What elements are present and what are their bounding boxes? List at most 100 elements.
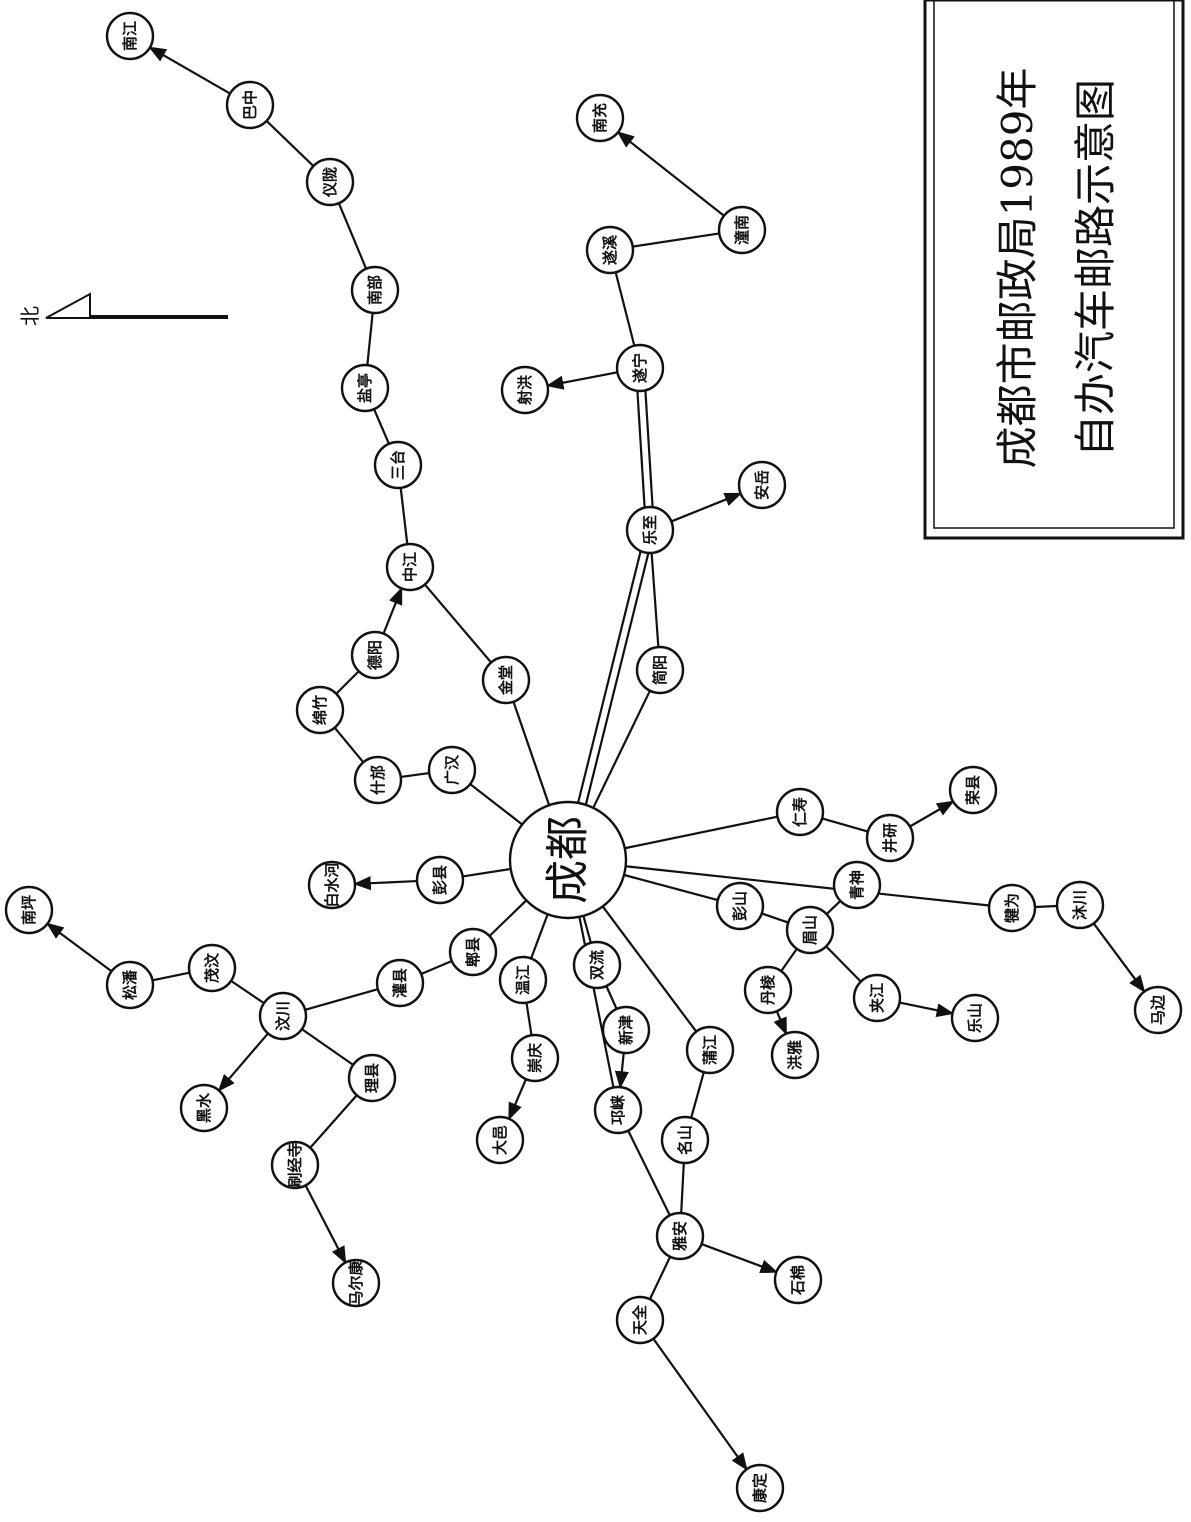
station-label: 黑水 xyxy=(195,1092,213,1123)
station-circle xyxy=(775,787,825,837)
station-node-shuajingsi: 刷经寺 xyxy=(270,1140,320,1190)
station-node-shuangliu: 双流 xyxy=(572,940,622,990)
title-line-2: 自办汽车邮路示意图 xyxy=(1071,79,1120,457)
station-circle xyxy=(187,943,237,993)
station-node-lezhi: 乐至 xyxy=(625,505,675,555)
station-circle xyxy=(475,1115,525,1165)
route-jintang-zhongjiang xyxy=(424,583,492,664)
route-chengdu-lezhi xyxy=(584,553,650,805)
station-label: 潼南 xyxy=(733,215,751,245)
station-label: 南坪 xyxy=(20,895,38,925)
station-circle xyxy=(353,755,403,805)
route-suining-shehong xyxy=(545,371,618,390)
station-label: 金堂 xyxy=(497,665,515,696)
station-node-nanjiang: 南江 xyxy=(105,11,155,61)
station-node-pengxian: 彭县 xyxy=(415,855,465,905)
station-label: 绵竹 xyxy=(311,695,329,725)
station-label: 荣县 xyxy=(964,775,982,806)
route-pujiang-mingshan xyxy=(690,1071,705,1119)
station-node-meishan: 眉山 xyxy=(785,905,835,955)
route-qionglai-yaan xyxy=(627,1130,671,1216)
north-arrow: 北 xyxy=(18,292,228,326)
station-circle xyxy=(1055,880,1105,930)
route-santai-yanting xyxy=(373,408,390,445)
station-circle xyxy=(660,1115,710,1165)
station-node-dayi: 大邑 xyxy=(475,1115,525,1165)
station-circle xyxy=(105,11,155,61)
route-chengdu-pujiang xyxy=(601,905,698,1033)
station-label: 康定 xyxy=(751,1473,769,1503)
hub-node-chengdu: 成都 xyxy=(508,800,628,920)
route-shifang-mianzhu xyxy=(333,727,365,763)
station-node-shehong: 射洪 xyxy=(500,365,550,415)
station-circle xyxy=(865,813,915,863)
station-circle xyxy=(717,205,767,255)
route-chengdu-jintang xyxy=(512,701,551,806)
station-node-bazhong: 巴中 xyxy=(225,80,275,130)
station-label: 简阳 xyxy=(651,655,669,685)
station-node-jintang: 金堂 xyxy=(481,655,531,705)
station-label: 乐至 xyxy=(641,515,659,545)
station-node-maerkang: 马尔康 xyxy=(331,1258,381,1308)
route-lixian-shuajingsi xyxy=(309,1094,358,1149)
station-label: 蒲江 xyxy=(701,1035,719,1065)
route-jianyang-lezhi xyxy=(650,552,660,648)
station-circle xyxy=(575,93,625,143)
station-label: 天全 xyxy=(631,1304,649,1335)
route-zhongjiang-santai xyxy=(399,487,409,545)
route-deyang-zhongjiang xyxy=(382,586,403,635)
station-label: 邛崃 xyxy=(609,1095,627,1125)
north-label: 北 xyxy=(18,306,42,326)
station-circle xyxy=(415,855,465,905)
station-label: 遂溪 xyxy=(601,234,619,265)
route-wenjiang-chongqing xyxy=(525,1002,533,1036)
station-circle xyxy=(635,645,685,695)
station-node-santai: 三台 xyxy=(373,440,423,490)
route-jiajiang-leshan xyxy=(899,1001,955,1018)
station-node-yilong: 仪陇 xyxy=(305,157,355,207)
route-chengdu-shuangliu xyxy=(582,915,592,944)
station-node-guanghan: 广汉 xyxy=(427,745,477,795)
station-circle xyxy=(498,955,548,1005)
route-nanbu-yilong xyxy=(337,202,368,270)
station-label: 灌县 xyxy=(391,968,409,998)
station-node-mianzhu: 绵竹 xyxy=(295,685,345,735)
route-suining-suixi xyxy=(614,272,636,346)
station-node-wenjiang: 温江 xyxy=(498,955,548,1005)
station-label: 郫县 xyxy=(464,937,482,967)
station-node-jianwei: 犍为 xyxy=(987,883,1037,933)
station-circle xyxy=(225,80,275,130)
station-circle xyxy=(987,883,1037,933)
station-label: 巴中 xyxy=(241,90,259,120)
station-node-nanchong: 南充 xyxy=(575,93,625,143)
station-label: 南江 xyxy=(121,21,139,51)
station-node-suining: 遂宁 xyxy=(615,343,665,393)
route-chongqing-dayi xyxy=(508,1078,527,1121)
station-node-tianquan: 天全 xyxy=(615,1295,665,1345)
station-circle xyxy=(615,1295,665,1345)
route-pengshan-meishan xyxy=(761,912,789,924)
station-node-leshan: 乐山 xyxy=(950,993,1000,1043)
station-label: 新津 xyxy=(617,1015,635,1045)
route-suixi-tongnan xyxy=(632,232,720,248)
station-node-jiajiang: 夹江 xyxy=(852,973,902,1023)
route-guanxian-wenchuan xyxy=(304,988,379,1011)
station-node-mabian: 马边 xyxy=(1133,985,1183,1035)
route-shuajingsi-maerkang xyxy=(304,1184,347,1265)
station-circle xyxy=(508,800,628,920)
station-label: 双流 xyxy=(588,950,606,980)
route-chengdu-guanghan xyxy=(469,783,523,826)
route-xinjin-qionglai xyxy=(614,1052,629,1089)
route-mingshan-yaan xyxy=(680,1162,685,1214)
route-yaan-shimian xyxy=(701,1243,779,1274)
station-circle xyxy=(4,885,54,935)
station-circle xyxy=(305,157,355,207)
route-wenchuan-heishui xyxy=(217,1032,269,1092)
route-songpan-nanping xyxy=(46,922,113,973)
route-meishan-jiajiang xyxy=(825,945,862,983)
station-node-mingshan: 名山 xyxy=(660,1115,710,1165)
station-label: 遂宁 xyxy=(631,353,649,383)
route-lezhi-suining xyxy=(644,390,654,507)
route-danling-hongya xyxy=(773,1010,788,1036)
station-circle xyxy=(737,460,787,510)
